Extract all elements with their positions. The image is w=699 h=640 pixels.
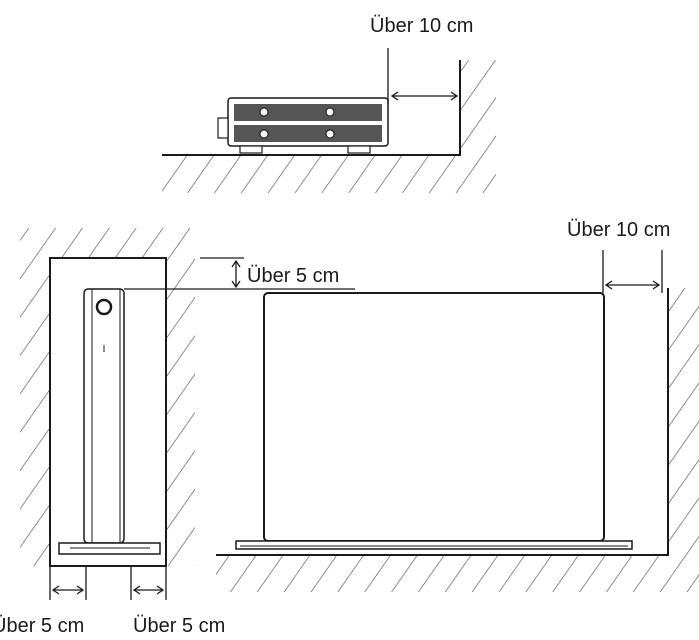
front-view-figure <box>20 228 355 600</box>
label-above-clearance: Über 5 cm <box>247 265 340 287</box>
dimension-right <box>602 250 663 293</box>
dimension-bottom-left <box>49 566 87 600</box>
tv-panel <box>235 292 633 550</box>
label-left-side-clearance: Über 5 cm <box>0 615 85 637</box>
dimension-above <box>124 257 355 290</box>
receiver-upright <box>58 288 161 555</box>
label-right-side-clearance: Über 5 cm <box>133 615 226 637</box>
floor-wall-hatch-right <box>216 288 699 592</box>
dimension-bottom-right <box>130 566 167 600</box>
label-right-clearance: Über 10 cm <box>567 219 671 241</box>
dimension-top <box>387 48 459 104</box>
tv-view-figure <box>216 250 699 592</box>
side-view-figure <box>162 48 496 193</box>
label-top-clearance: Über 10 cm <box>370 15 474 37</box>
receiver-side-view <box>217 97 389 154</box>
floor-hatch-top <box>162 60 496 193</box>
